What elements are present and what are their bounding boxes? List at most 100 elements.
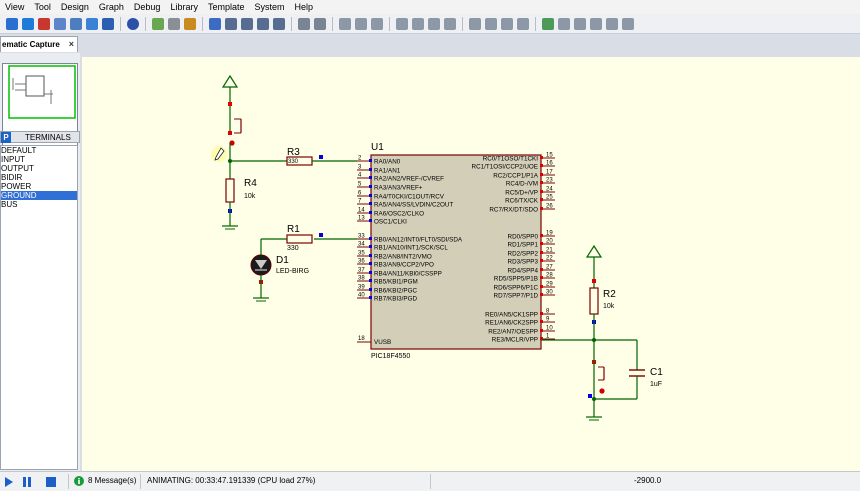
resistor-r4[interactable]: R4 10k bbox=[225, 178, 257, 203]
zoom-out-icon[interactable] bbox=[241, 17, 253, 30]
block-move-icon[interactable] bbox=[412, 17, 424, 30]
menu-library[interactable]: Library bbox=[170, 2, 198, 12]
netlist-icon[interactable] bbox=[590, 17, 602, 30]
electrical-rule-check-icon[interactable] bbox=[606, 17, 618, 30]
led-d1[interactable]: D1 LED-BIRG bbox=[250, 254, 309, 276]
block-copy-icon[interactable] bbox=[396, 17, 408, 30]
pushbutton-top[interactable] bbox=[229, 115, 242, 146]
terminal-item-ground[interactable]: GROUND bbox=[1, 191, 77, 200]
bom-icon[interactable] bbox=[54, 17, 66, 30]
play-icon[interactable] bbox=[4, 477, 14, 487]
ground-terminal-d1[interactable] bbox=[253, 297, 269, 302]
stop-icon[interactable] bbox=[46, 477, 56, 487]
package-tool-icon[interactable] bbox=[501, 17, 513, 30]
pushbutton-reset[interactable] bbox=[593, 356, 605, 394]
zoom-in-icon[interactable] bbox=[225, 17, 237, 30]
menu-view[interactable]: View bbox=[5, 2, 25, 12]
redo-icon[interactable] bbox=[314, 17, 326, 30]
step-icon[interactable] bbox=[22, 477, 32, 487]
mcu-pic18f4550[interactable] bbox=[370, 154, 542, 350]
paste-icon[interactable] bbox=[371, 17, 383, 30]
terminal-item-bidir[interactable]: BIDIR bbox=[1, 173, 23, 182]
decompose-icon[interactable] bbox=[517, 17, 529, 30]
menu-graph[interactable]: Graph bbox=[98, 2, 124, 12]
menu-template[interactable]: Template bbox=[207, 2, 245, 12]
origin-icon[interactable] bbox=[184, 17, 196, 30]
cut-icon[interactable] bbox=[339, 17, 351, 30]
source-icon[interactable] bbox=[102, 17, 114, 30]
menu-design[interactable]: Design bbox=[60, 2, 89, 12]
isis-icon[interactable] bbox=[22, 17, 34, 30]
pan-icon[interactable] bbox=[209, 17, 221, 30]
terminal-item-output[interactable]: OUTPUT bbox=[1, 164, 34, 173]
gerber-icon[interactable] bbox=[70, 17, 82, 30]
power-terminal-top-left[interactable] bbox=[221, 74, 239, 105]
block-delete-icon[interactable] bbox=[444, 17, 456, 30]
wire-autorouter-icon[interactable] bbox=[542, 17, 554, 30]
capacitor-c1[interactable]: C1 1uF bbox=[629, 367, 663, 388]
terminal-item-power[interactable]: POWER bbox=[1, 182, 32, 191]
grid-icon[interactable] bbox=[168, 17, 180, 30]
resistor-r3[interactable]: R3 330 bbox=[286, 147, 313, 166]
block-rotate-icon[interactable] bbox=[428, 17, 440, 30]
property-tool-icon[interactable] bbox=[574, 17, 586, 30]
undo-icon[interactable] bbox=[298, 17, 310, 30]
copy-icon[interactable] bbox=[355, 17, 367, 30]
search-icon[interactable] bbox=[558, 17, 570, 30]
ares-icon[interactable] bbox=[38, 17, 50, 30]
zoom-area-icon[interactable] bbox=[273, 17, 285, 30]
resistor-r2[interactable]: R2 10k bbox=[589, 287, 616, 315]
zoom-all-icon[interactable] bbox=[257, 17, 269, 30]
p-icon[interactable]: P bbox=[1, 132, 11, 143]
pcb-icon[interactable] bbox=[86, 17, 98, 30]
refresh-icon[interactable] bbox=[152, 17, 164, 30]
menu-help[interactable]: Help bbox=[294, 2, 314, 12]
help-icon[interactable] bbox=[127, 17, 139, 30]
terminal-item-input[interactable]: INPUT bbox=[1, 155, 25, 164]
ground-terminal-reset[interactable] bbox=[586, 416, 602, 421]
home-icon[interactable] bbox=[6, 17, 18, 30]
menu-system[interactable]: System bbox=[254, 2, 285, 12]
terminal-item-default[interactable]: DEFAULT bbox=[1, 146, 37, 155]
pick-device-icon[interactable] bbox=[469, 17, 481, 30]
close-icon[interactable]: × bbox=[68, 39, 74, 49]
messages-count[interactable]: 8 Message(s) bbox=[88, 476, 137, 485]
ground-terminal-r4[interactable] bbox=[222, 225, 238, 230]
resistor-r1[interactable]: R1 330 bbox=[286, 224, 313, 252]
menu-tool[interactable]: Tool bbox=[34, 2, 51, 12]
